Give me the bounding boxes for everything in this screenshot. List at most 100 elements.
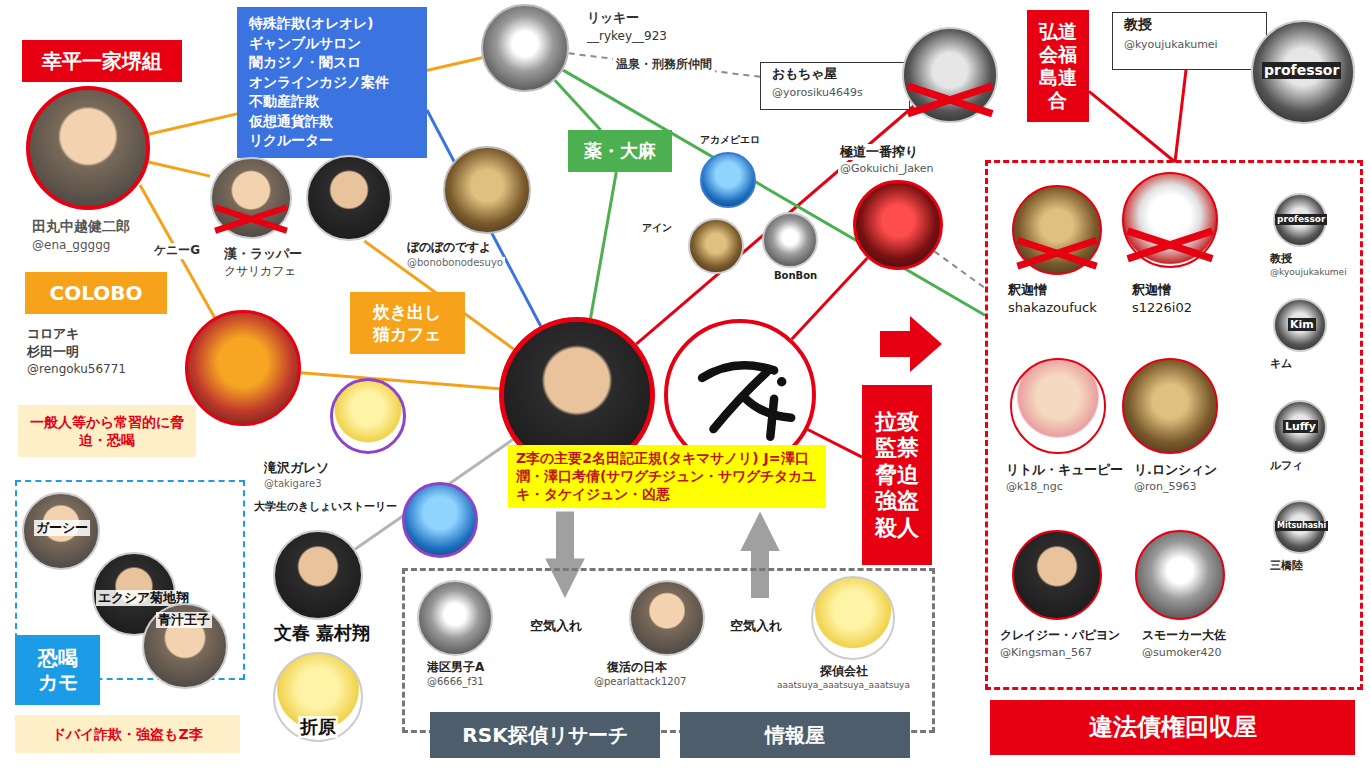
portrait-circle: 極道一番搾り@Gokuichi_Jaken [853,180,943,270]
node-label: 探偵会社 [818,664,870,678]
node-label: キム [1268,357,1294,370]
node-text: リクルーター [249,131,333,151]
portrait-circle: 探偵会社aaatsuya_aaatsuya_aaatsuya [811,576,895,660]
node-label: BonBon [772,270,819,282]
node-label: リッキー [585,10,641,26]
cross-mark [1014,187,1100,273]
label-box: 薬・大麻 [568,130,672,172]
label-box: 一般人等から常習的に脅迫・恐喝 [18,405,196,457]
node-label: 三橋陸 [1268,559,1305,572]
node-label: @6666_f31 [425,676,486,688]
node-label: リトル・キューピー [1004,462,1125,477]
node-cluster: おもちゃ屋@yorosiku4649s [760,27,1000,123]
portrait-circle: リ.ロンシィン@ron_5963 [1122,358,1218,454]
group-frame: 恐喝カモガーシーエクシア菊地翔青汁王子 [15,480,245,680]
node-label: @Kingsman_567 [998,646,1094,659]
node-label: professor [1262,62,1341,79]
portrait-circle: アカメピエロ [700,152,756,208]
portrait-circle: アイン [688,218,744,274]
connector [301,373,499,389]
heading-box: RSK探偵リサーチ [430,712,660,758]
node-label: @Gokuichi_Jaken [838,162,936,175]
node-label: ルフィ [1268,459,1305,472]
node-label: 復活の日本 [605,660,669,674]
label-box: 炊き出し猫カフェ [350,292,465,354]
node-text: COLOBO [50,280,143,306]
label-box: COLOBO [25,272,167,314]
node-label: @ron_5963 [1132,480,1198,493]
node-label: 教授 [1122,16,1154,33]
node-label: shakazoufuck [1006,300,1099,316]
node-label: クサリカフェ [222,264,298,278]
node-label: aaatsuya_aaatsuya_aaatsuya [775,680,912,691]
portrait-circle: 復活の日本@pearlattack1207 [629,580,705,656]
logo-stroke [713,372,766,429]
node-text: 仮想通貨詐欺 [249,112,333,132]
heading-box: 情報屋 [680,712,910,758]
portrait-circle: Mitsuhashi三橋陸 [1273,500,1327,554]
connector [1089,91,1175,162]
connector [569,53,760,76]
portrait-circle: クレイジー・パピヨン@Kingsman_567 [1012,530,1102,620]
node-label: @kyoujukakumei [1268,267,1349,278]
node-label: @bonobonodesuyo [405,257,505,269]
node-label: 折原 [298,716,338,738]
node-label: Mitsuhashi [1275,521,1328,531]
cross-stroke [1128,231,1213,259]
block-arrow [880,316,942,372]
node-label: @kyoujukakumei [1122,38,1220,51]
node-label: 滝沢ガレソ [262,460,331,476]
connector [148,162,210,176]
node-label: リ.ロンシィン [1132,462,1219,477]
group-frame: 違法債権回収屋釈迦憎shakazoufuck釈迦憎s1226i02profess… [985,160,1363,690]
node-label: 文春 嘉村翔 [272,622,372,644]
connector [591,172,617,318]
cross-stroke [1017,240,1096,266]
cross-stroke [215,207,287,230]
node-text: 幸平一家堺組 [42,48,162,74]
logo-dot [777,377,786,386]
portrait-circle: ガーシー [22,492,100,570]
node-text: 不動産詐欺 [249,92,319,112]
edge-label: 温泉・刑務所仲間 [613,57,715,73]
label-box: ドバイ詐欺・強盗もZ李 [15,715,240,753]
cross-mark [1124,174,1216,266]
portrait-circle: 田丸中越健二郎@ena_ggggg [26,86,150,210]
node-label: 極道一番搾り [838,144,920,160]
label-box: 特殊詐欺(オレオレ)ギャンブルサロン闇カジノ・闇スロオンラインカジノ案件不動産詐… [237,7,427,158]
heading-box: 違法債権回収屋 [990,700,1355,755]
portrait-circle: 文春 嘉村翔 [273,530,363,620]
connector [1175,70,1186,162]
node-text: 一般人等から常習的に脅迫・恐喝 [29,413,186,449]
node-label: Z李の主要2名田記正規(タキマサノリ) J=澤口潤・澤口考倩(サワグチジュン・サ… [508,445,826,508]
node-label: アカメピエロ [698,134,762,146]
node-label: @rengoku56771 [25,362,128,376]
cross-stroke [1128,231,1213,259]
node-label: クレイジー・パピヨン [998,628,1122,642]
connector [934,251,985,288]
node-label: 田丸中越健二郎 [30,218,132,235]
node-label: 杉田一明 [25,344,81,360]
portrait-circle [902,27,998,123]
free-label: 空気入れ [728,618,784,635]
node-label: @ena_ggggg [30,238,112,252]
node-label: Luffy [1283,420,1318,433]
group-frame: RSK探偵リサーチ情報屋港区男子A@6666_f31復活の日本@pearlatt… [402,568,935,733]
node-text: オンラインカジノ案件 [249,73,389,93]
node-label: s1226i02 [1130,300,1194,316]
node-label: 大学生のきしょいストーリー [252,500,399,513]
cross-stroke [1017,240,1096,266]
node-label: スモーカー大佐 [1140,628,1228,642]
node-label: コロアキ [25,326,81,342]
node-label: Kim [1288,318,1316,331]
portrait-circle: 大学生のきしょいストーリー [402,482,478,558]
cross-stroke [908,86,993,114]
portrait-circle [210,157,292,239]
portrait-circle: リッキー__rykey__923 [481,4,569,92]
cross-mark [904,29,996,121]
arrow-tip [760,512,761,534]
node-label: professor [1275,214,1327,225]
heading-box: 恐喝カモ [15,635,100,705]
node-label: 釈迦憎 [1130,282,1173,298]
portrait-circle [306,155,392,241]
